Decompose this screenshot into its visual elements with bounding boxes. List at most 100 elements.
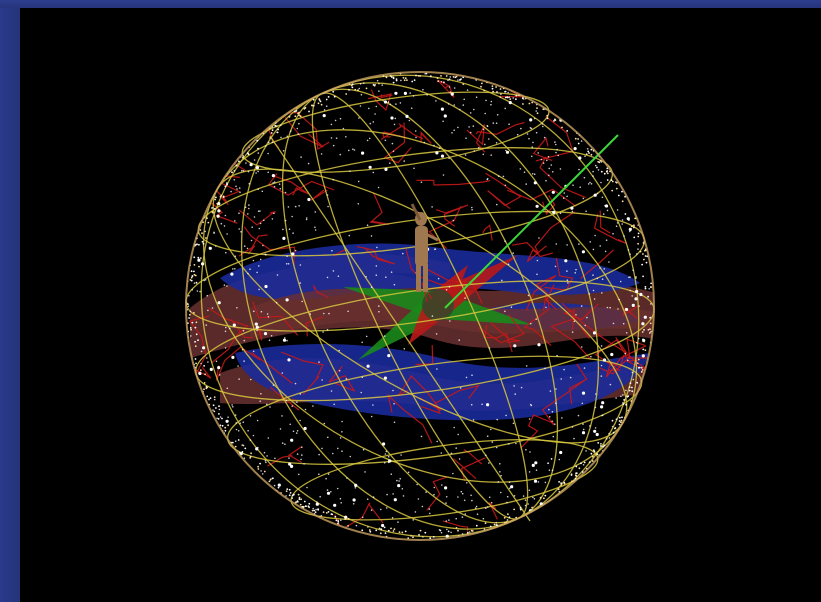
- star: [471, 374, 473, 377]
- star: [485, 507, 487, 510]
- star: [352, 148, 354, 150]
- star: [590, 183, 593, 185]
- star: [637, 362, 639, 365]
- rim-star: [298, 496, 301, 499]
- celestial-sphere-viewport[interactable]: [20, 8, 821, 602]
- star: [596, 192, 599, 195]
- star: [383, 100, 388, 104]
- star: [604, 250, 607, 253]
- rim-star: [624, 213, 627, 215]
- star: [496, 203, 498, 206]
- star: [332, 144, 335, 147]
- star: [532, 496, 534, 499]
- star: [243, 457, 246, 460]
- star: [277, 483, 281, 487]
- star: [466, 482, 468, 484]
- star: [551, 469, 554, 472]
- rim-star: [345, 93, 348, 95]
- rim-star: [628, 389, 631, 392]
- rim-star: [503, 516, 506, 519]
- rim-star: [294, 115, 297, 118]
- rim-star: [297, 493, 300, 496]
- star: [348, 234, 351, 237]
- star: [381, 523, 385, 528]
- star: [256, 271, 258, 274]
- star: [385, 507, 388, 509]
- star: [618, 298, 620, 301]
- star: [271, 218, 274, 220]
- star: [581, 402, 584, 405]
- star: [592, 274, 594, 276]
- star: [435, 333, 438, 335]
- celestial-sphere-canvas[interactable]: [20, 8, 821, 602]
- star: [391, 142, 394, 145]
- star: [254, 322, 258, 326]
- star: [361, 341, 364, 344]
- star: [461, 516, 464, 518]
- star: [384, 167, 388, 171]
- star: [403, 91, 407, 95]
- star: [523, 171, 526, 173]
- star: [500, 474, 502, 477]
- star: [533, 479, 538, 483]
- rim-star: [308, 502, 311, 505]
- constellation-line: [208, 307, 250, 364]
- rim-star: [448, 78, 451, 81]
- star: [547, 462, 549, 465]
- star: [505, 414, 507, 417]
- rim-star: [407, 537, 410, 540]
- rim-star: [311, 104, 313, 107]
- star: [621, 219, 624, 221]
- star: [537, 481, 540, 483]
- star: [586, 148, 589, 150]
- star: [357, 203, 360, 205]
- star: [300, 458, 302, 461]
- star: [299, 264, 302, 266]
- rim-star: [395, 78, 398, 80]
- star: [459, 108, 461, 111]
- rim-star: [419, 75, 422, 77]
- star: [402, 495, 405, 497]
- star: [556, 354, 558, 357]
- rim-star: [308, 506, 310, 509]
- star: [257, 152, 260, 154]
- constellation-line: [602, 338, 646, 368]
- star: [557, 154, 559, 157]
- star: [340, 519, 342, 522]
- star: [566, 270, 568, 272]
- rim-star: [614, 427, 616, 430]
- star: [505, 150, 510, 154]
- star: [558, 458, 561, 461]
- star: [650, 330, 652, 333]
- star: [223, 225, 226, 227]
- star: [294, 249, 297, 252]
- star: [571, 426, 574, 428]
- star: [339, 117, 342, 120]
- rim-star: [605, 437, 608, 440]
- star: [354, 483, 358, 487]
- rim-star: [506, 96, 509, 99]
- star: [199, 290, 201, 293]
- star: [637, 248, 639, 250]
- star: [372, 404, 374, 406]
- star: [339, 153, 342, 156]
- rim-star: [519, 507, 522, 509]
- star: [281, 442, 284, 444]
- star: [510, 306, 513, 309]
- star: [475, 96, 478, 98]
- rim-star: [596, 166, 598, 169]
- star: [241, 348, 244, 351]
- rim-star: [218, 405, 220, 408]
- rim-star: [194, 345, 197, 347]
- star: [384, 139, 387, 142]
- star: [525, 365, 528, 367]
- star: [361, 376, 364, 379]
- star: [361, 151, 365, 155]
- rim-star: [322, 511, 325, 513]
- star: [252, 350, 255, 353]
- star: [284, 443, 286, 446]
- star: [599, 267, 601, 269]
- star: [300, 156, 302, 158]
- star: [196, 290, 199, 292]
- star: [279, 188, 282, 190]
